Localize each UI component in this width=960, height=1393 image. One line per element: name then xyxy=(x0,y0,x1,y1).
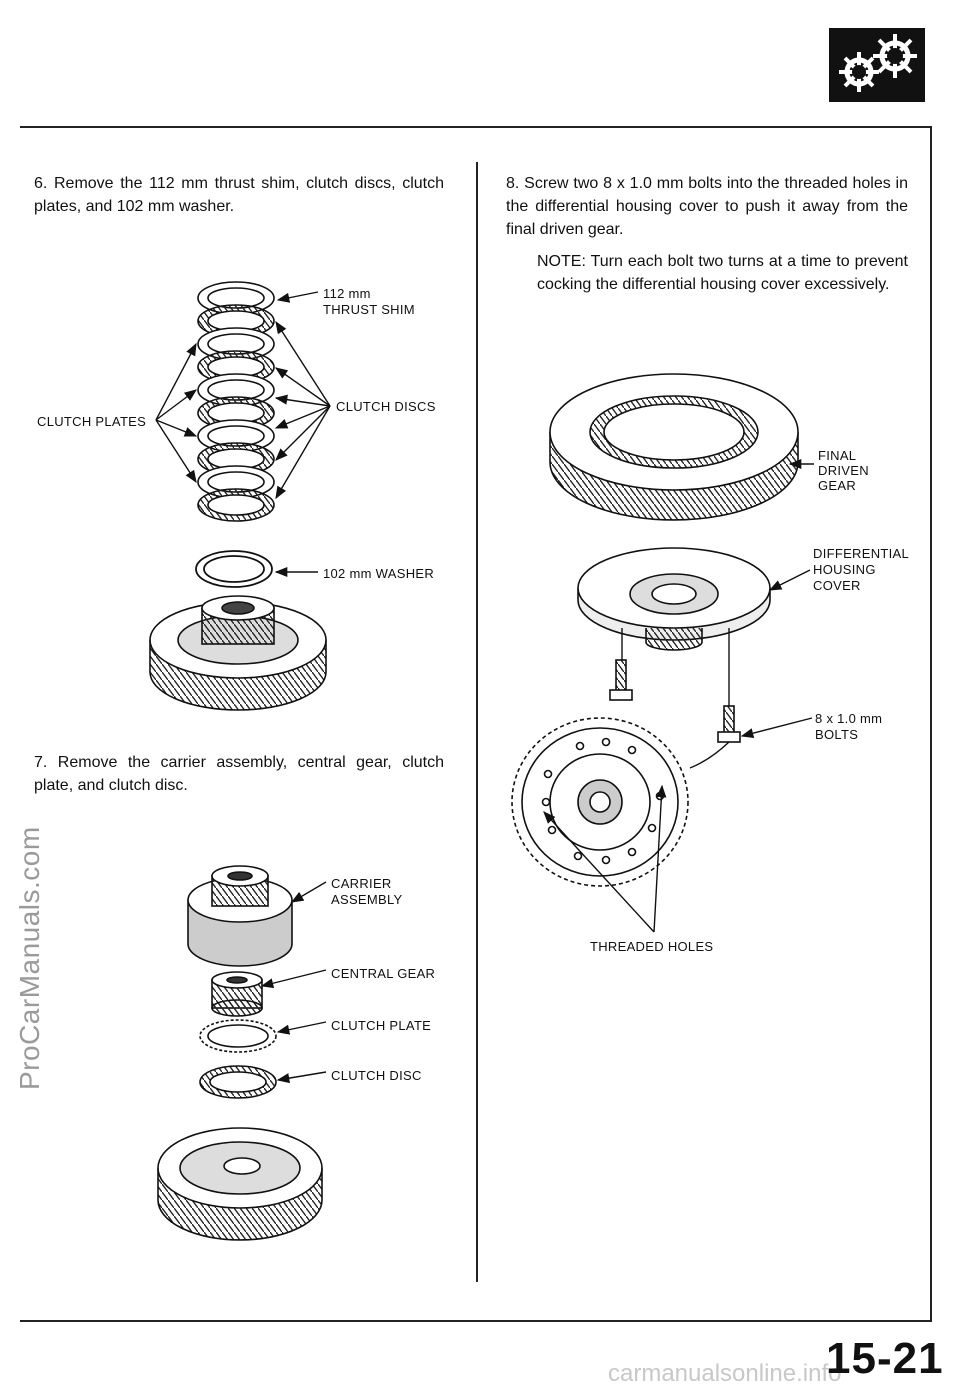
label-bolts-line1: 8 x 1.0 mm xyxy=(815,711,883,726)
label-clutch-discs: CLUTCH DISCS xyxy=(336,399,436,414)
footer-watermark: carmanualsonline.info xyxy=(608,1360,842,1387)
side-watermark: ProCarManuals.com xyxy=(14,826,45,1090)
frame-right-rule xyxy=(930,126,932,1322)
label-diff-line1: DIFFERENTIAL xyxy=(813,546,910,561)
step-8-text: 8. Screw two 8 x 1.0 mm bolts into the t… xyxy=(506,175,908,238)
step-6-text: 6. Remove the 112 mm thrust shim, clutch… xyxy=(34,175,444,215)
label-clutch-disc: CLUTCH DISC xyxy=(331,1068,422,1083)
label-bolts-line2: BOLTS xyxy=(815,727,859,742)
final-driven-gear-drawing xyxy=(549,373,799,521)
central-gear-drawing xyxy=(211,971,263,1017)
differential-housing-cover-drawing xyxy=(577,547,771,651)
clutch-disc-stack xyxy=(197,281,275,522)
threaded-plate-drawing xyxy=(511,717,689,887)
washer-drawing xyxy=(195,550,273,588)
label-clutch-plates: CLUTCH PLATES xyxy=(37,414,147,429)
label-central-gear: CENTRAL GEAR xyxy=(331,966,436,981)
label-carrier-line2: ASSEMBLY xyxy=(331,892,403,907)
page-number: 15-21 xyxy=(826,1334,944,1383)
column-divider xyxy=(476,162,478,1282)
final-gear-lower-drawing xyxy=(157,1127,323,1241)
carrier-gear-drawing xyxy=(149,595,327,711)
label-thrust-shim-line1: 112 mm xyxy=(323,286,371,301)
single-clutch-plate xyxy=(199,1019,277,1053)
label-threaded-holes: THREADED HOLES xyxy=(590,939,714,954)
frame-top-rule xyxy=(20,126,932,128)
label-carrier-line1: CARRIER xyxy=(331,876,392,891)
frame-bottom-rule xyxy=(20,1320,932,1322)
label-final-line3: GEAR xyxy=(818,478,857,493)
label-final-line1: FINAL xyxy=(818,448,857,463)
label-clutch-plate: CLUTCH PLATE xyxy=(331,1018,432,1033)
label-diff-line2: HOUSING xyxy=(813,562,876,577)
note-text: NOTE: Turn each bolt two turns at a time… xyxy=(537,253,908,293)
carrier-assembly-drawing xyxy=(187,865,293,967)
label-thrust-shim-line2: THRUST SHIM xyxy=(323,302,415,317)
label-washer: 102 mm WASHER xyxy=(323,566,435,581)
single-clutch-disc xyxy=(199,1065,277,1099)
bolt-drawing xyxy=(609,659,741,743)
step-7-text: 7. Remove the carrier assembly, central … xyxy=(34,754,444,794)
gears-icon xyxy=(829,28,925,102)
label-diff-line3: COVER xyxy=(813,578,861,593)
label-final-line2: DRIVEN xyxy=(818,463,869,478)
